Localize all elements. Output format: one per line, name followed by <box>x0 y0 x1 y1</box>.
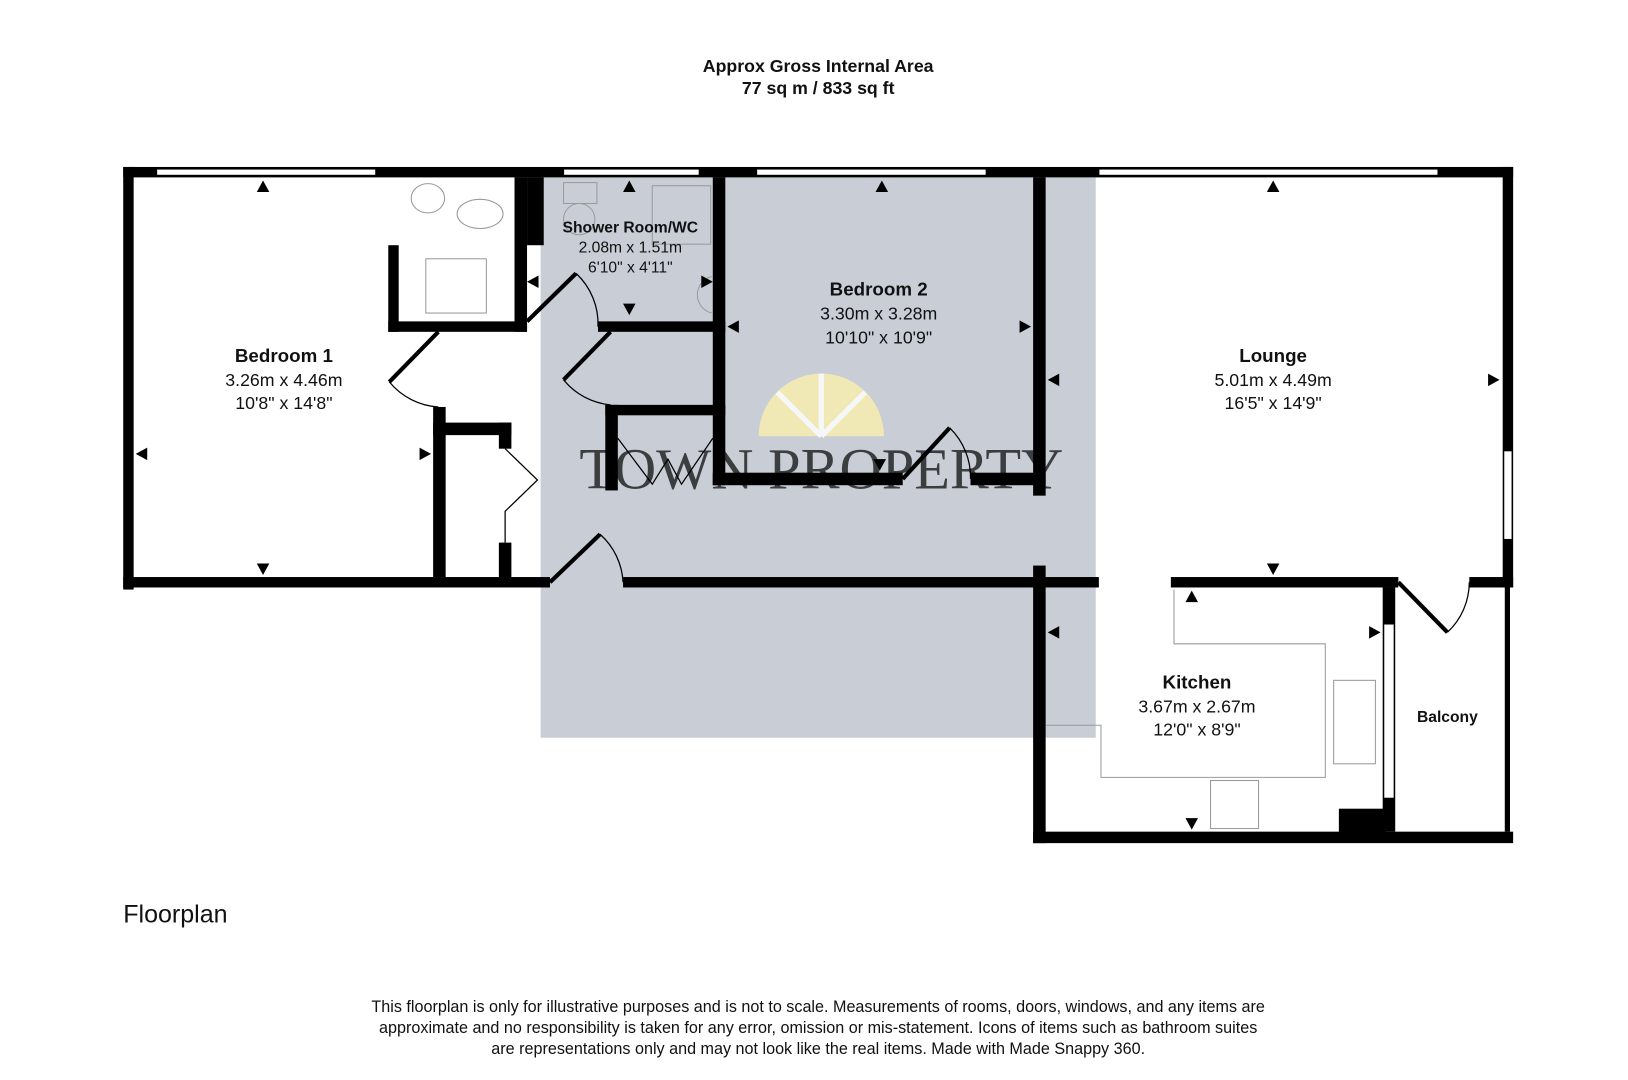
area-value: 77 sq m / 833 sq ft <box>742 78 895 98</box>
svg-text:Kitchen: Kitchen <box>1163 672 1232 693</box>
disclaimer: This floorplan is only for illustrative … <box>371 998 1265 1058</box>
svg-text:10'10" x 10'9": 10'10" x 10'9" <box>825 327 932 347</box>
area-title: Approx Gross Internal Area <box>703 56 934 76</box>
svg-text:3.67m x 2.67m: 3.67m x 2.67m <box>1138 697 1255 717</box>
svg-text:Bedroom 2: Bedroom 2 <box>830 278 928 299</box>
svg-text:3.30m x 3.28m: 3.30m x 3.28m <box>820 303 937 323</box>
town-property-logo: TOWN PROPERTY <box>579 373 1063 501</box>
svg-text:10'8" x 14'8": 10'8" x 14'8" <box>235 393 332 413</box>
svg-text:2.08m x 1.51m: 2.08m x 1.51m <box>579 240 682 257</box>
svg-text:Shower Room/WC: Shower Room/WC <box>563 220 699 237</box>
room-bedroom-1: Bedroom 1 3.26m x 4.46m 10'8" x 14'8" <box>225 345 342 413</box>
svg-text:Balcony: Balcony <box>1417 709 1478 726</box>
room-kitchen: Kitchen 3.67m x 2.67m 12'0" x 8'9" <box>1138 672 1255 740</box>
svg-text:Bedroom 1: Bedroom 1 <box>235 345 333 366</box>
room-bedroom-2: Bedroom 2 3.30m x 3.28m 10'10" x 10'9" <box>820 278 937 347</box>
svg-text:TOWN PROPERTY: TOWN PROPERTY <box>579 436 1063 501</box>
svg-text:5.01m x 4.49m: 5.01m x 4.49m <box>1215 370 1332 390</box>
floor-label: Floorplan <box>123 900 227 928</box>
fixtures <box>410 182 1376 830</box>
walls <box>123 166 1514 844</box>
svg-text:approximate and no responsibil: approximate and no responsibility is tak… <box>379 1019 1257 1037</box>
svg-text:3.26m x 4.46m: 3.26m x 4.46m <box>225 370 342 390</box>
svg-text:6'10" x 4'11": 6'10" x 4'11" <box>588 259 673 276</box>
hallway-area <box>540 177 1096 738</box>
svg-text:12'0" x 8'9": 12'0" x 8'9" <box>1153 720 1240 740</box>
svg-text:This floorplan is only for ill: This floorplan is only for illustrative … <box>371 998 1265 1016</box>
svg-text:are representations only and m: are representations only and may not loo… <box>491 1040 1145 1058</box>
svg-text:16'5" x 14'9": 16'5" x 14'9" <box>1225 393 1322 413</box>
room-shower-room: Shower Room/WC 2.08m x 1.51m 6'10" x 4'1… <box>563 220 699 277</box>
room-balcony: Balcony <box>1417 709 1478 726</box>
svg-text:Lounge: Lounge <box>1239 345 1307 366</box>
doors <box>387 271 1470 634</box>
room-lounge: Lounge 5.01m x 4.49m 16'5" x 14'9" <box>1215 345 1332 413</box>
